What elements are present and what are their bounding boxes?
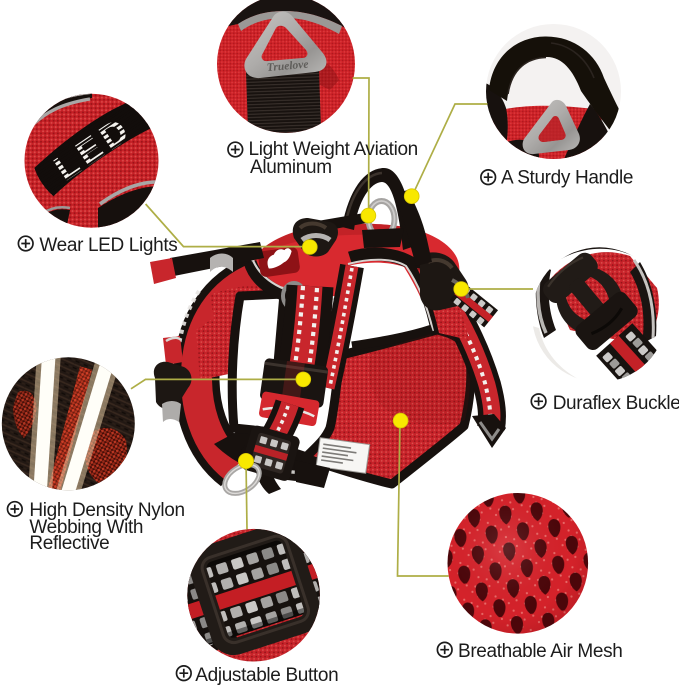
svg-text:Webbing With: Webbing With	[29, 517, 143, 538]
svg-text:Truelove: Truelove	[266, 59, 309, 75]
svg-text:Light Weight Aviation: Light Weight Aviation	[249, 139, 418, 160]
svg-text:High Density Nylon: High Density Nylon	[29, 500, 184, 521]
svg-text:Duraflex Buckle: Duraflex Buckle	[553, 393, 679, 414]
svg-text:Breathable Air Mesh: Breathable Air Mesh	[458, 641, 622, 662]
svg-text:Wear LED Lights: Wear LED Lights	[39, 235, 177, 256]
svg-text:Reflective: Reflective	[29, 533, 109, 554]
svg-text:Adjustable Button: Adjustable Button	[195, 665, 338, 686]
svg-text:A Sturdy Handle: A Sturdy Handle	[501, 168, 633, 189]
svg-text:Aluminum: Aluminum	[250, 157, 332, 178]
